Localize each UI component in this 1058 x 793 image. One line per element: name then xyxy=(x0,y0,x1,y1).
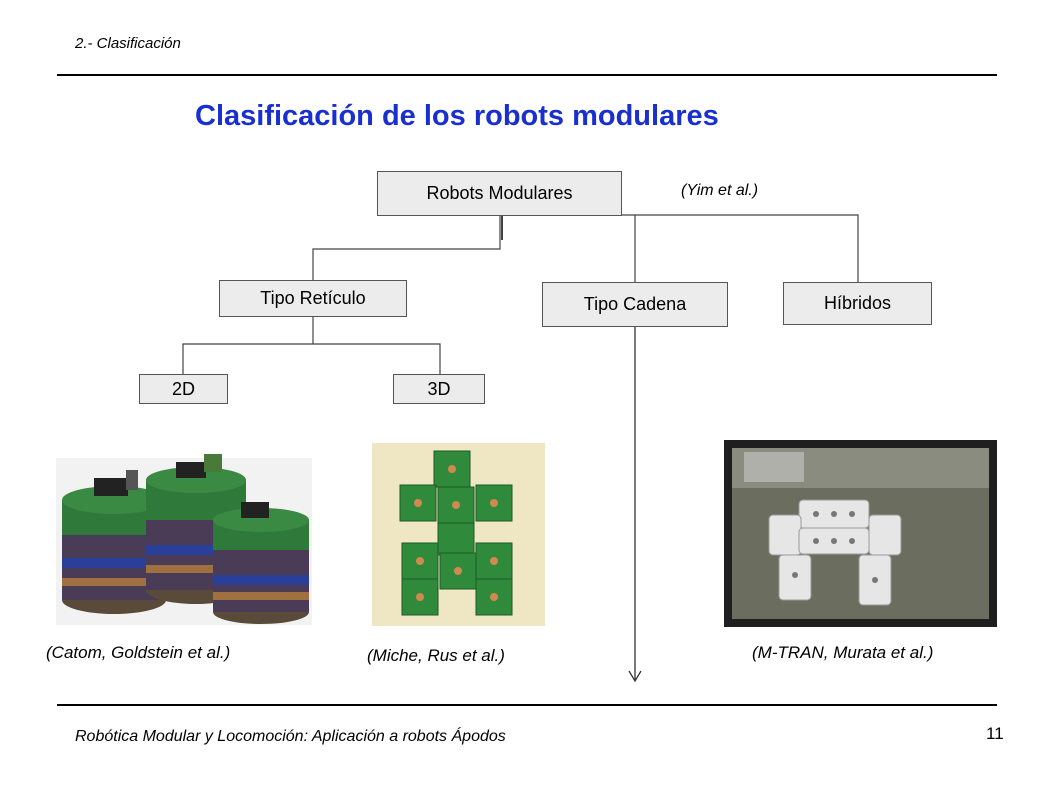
catom-photo xyxy=(56,440,312,625)
lattice-box: Tipo Retículo xyxy=(219,280,407,317)
catom-caption: (Catom, Goldstein et al.) xyxy=(46,643,231,662)
miche-photo xyxy=(372,443,545,626)
footer-text: Robótica Modular y Locomoción: Aplicació… xyxy=(75,728,506,745)
chain-box: Tipo Cadena xyxy=(542,282,728,327)
mtran-caption: (M-TRAN, Murata et al.) xyxy=(752,643,934,662)
slide-title: Clasificación de los robots modulares xyxy=(195,100,719,132)
lattice-2d-box: 2D xyxy=(139,374,228,404)
hybrid-box: Híbridos xyxy=(783,282,932,325)
section-label: 2.- Clasificación xyxy=(75,35,181,52)
page-number: 11 xyxy=(986,724,1004,743)
lattice-3d-box: 3D xyxy=(393,374,485,404)
catom-module-right xyxy=(213,502,309,624)
root-box: Robots Modulares xyxy=(377,171,622,216)
miche-caption: (Miche, Rus et al.) xyxy=(367,646,505,665)
mtran-photo xyxy=(724,440,997,627)
header-divider xyxy=(57,74,997,76)
chain-arrow xyxy=(628,327,642,683)
root-citation: (Yim et al.) xyxy=(681,182,759,199)
footer-divider xyxy=(57,704,997,706)
